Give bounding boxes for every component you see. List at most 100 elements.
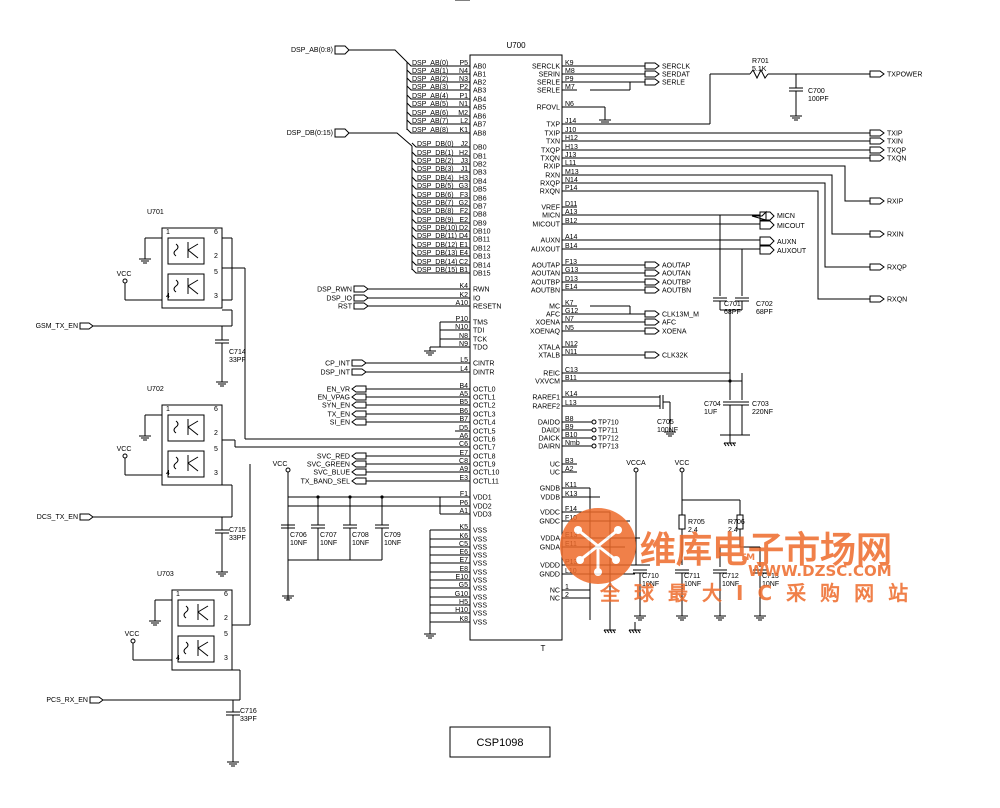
ground-icon [726,442,730,447]
data-bus-wire [349,132,413,147]
vcc-icon [122,453,128,459]
vcc-label: VCC [273,461,288,468]
port-icon [351,452,367,460]
pin-name: DAICK [539,436,561,443]
data-net-label: DSP_DB(13) [417,250,457,257]
pin-name: AB5 [473,105,486,112]
pin-number: E1 [459,242,468,249]
pin-number: H5 [459,599,468,606]
pin-name: NC [550,588,560,595]
pin-name: DB2 [473,162,487,169]
pin-number: H2 [459,150,468,157]
pin-number: N10 [455,324,468,331]
port-icon [869,295,885,303]
port-icon [644,351,660,359]
pin-name: UC [550,462,560,469]
pin-name: OCTL0 [473,387,496,394]
pin-number: B14 [565,243,578,250]
relay-coil [177,599,215,627]
data-net-label: DSP_DB(14) [417,259,457,266]
pin-number: J14 [565,118,576,125]
port-icon [759,236,775,246]
pin-number: 1 [565,584,569,591]
port-icon [869,230,885,238]
pin-name: DINTR [473,370,494,377]
relay-coil [167,414,205,442]
pin-number: K4 [459,283,468,290]
pin-name: OCTL7 [473,445,496,452]
pin-name: GNDB [540,486,561,493]
pin-name: VSS [473,553,487,560]
ground-icon [634,629,638,634]
data-net-label: DSP_DB(15) [417,267,457,274]
relay-pin: 3 [214,293,218,300]
ground-icon [732,442,736,447]
pin-name: VDDA [541,536,561,543]
relay-pin: 5 [214,269,218,276]
pin-name: DB4 [473,179,487,186]
mic-label: MICOUT [777,223,805,230]
pin-name: DB7 [473,204,487,211]
data-net-wire [411,243,455,249]
data-net-wire [411,193,455,199]
pin-number: A1 [459,508,468,515]
pin-name: DB12 [473,246,491,253]
pin-name: AOUTAP [532,263,561,270]
port-icon [644,62,660,70]
relay-coil [167,450,205,478]
pin-name: DB14 [473,263,491,270]
pin-number: C2 [459,259,468,266]
pin-number: E10 [456,574,469,581]
data-net-label: DSP_DB(8) [417,208,454,215]
data-net-wire [411,184,455,190]
switch-icon [187,462,199,472]
cap-value: 10NF [290,540,307,547]
chip-bottom-label: T [541,644,546,653]
pin-number: N12 [565,341,578,348]
cap-value: 220NF [752,409,773,416]
test-point-icon [591,443,597,449]
res-ref: R706 [728,519,745,526]
pin-name: DB0 [473,145,487,152]
cap-value: 33PF [229,357,246,364]
ground-icon [603,629,607,634]
pin-number: G2 [459,200,468,207]
cap-ref: C700 [808,88,825,95]
relay-pin: 5 [214,446,218,453]
pin-number: K6 [459,533,468,540]
pin-name: RXIP [544,164,561,171]
pin-name: SERLE [537,80,560,87]
cap-value: 10NF [384,540,401,547]
pin-number: C13 [565,367,578,374]
pin-name: AUXOUT [531,247,561,254]
data-net-wire [411,151,455,157]
pin-number: H13 [565,144,578,151]
port-label: RXIP [887,199,904,206]
port-icon [351,359,367,367]
port-label: SERCLK [662,64,690,71]
ground-icon [729,442,733,447]
pin-number: J1 [461,166,469,173]
pin-name: GNDC [539,519,560,526]
data-net-wire [411,201,455,207]
res-ref: R705 [688,519,705,526]
relay-coil [177,635,215,663]
pin-name: DB15 [473,271,491,278]
pin-number: B6 [459,408,468,415]
pin-number: P10 [456,316,469,323]
switch-icon [187,279,199,287]
vcc-label: VCC [117,446,132,453]
cap-value: 1UF [704,409,717,416]
port-label: AOUTAN [662,271,691,278]
port-icon [759,211,775,221]
switch-icon [187,426,199,436]
addr-net-label: DSP_AB(4) [412,93,448,100]
pin-name: DB10 [473,229,491,236]
ground-icon [612,629,616,634]
relay-pin: 4 [166,293,170,300]
addr-net-label: DSP_AB(6) [412,110,448,117]
pin-number: L4 [460,366,468,373]
dzsc-logo-icon [560,508,636,584]
cap-value: 68PF [756,309,773,316]
pin-name: TDO [473,345,488,352]
